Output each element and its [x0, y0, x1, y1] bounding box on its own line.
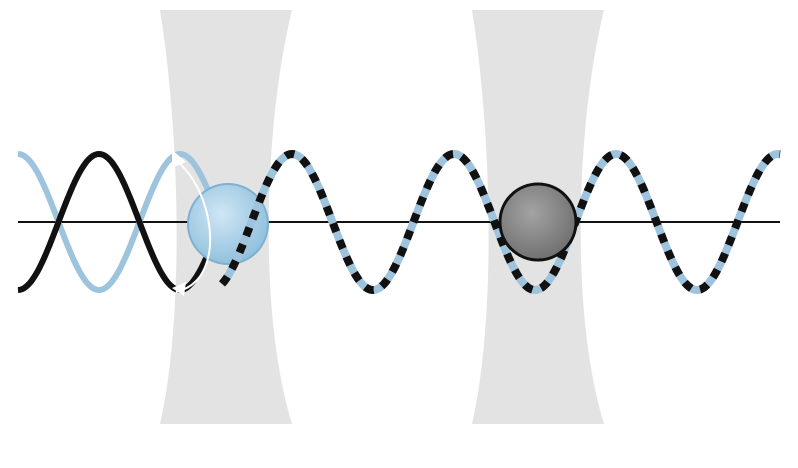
left-black-wave	[17, 150, 234, 294]
right-gray-atom	[498, 182, 578, 262]
dashed-wave-dashes	[219, 149, 781, 295]
rotation-arrow-head-top	[172, 150, 186, 168]
rotation-arrow-path	[175, 159, 212, 293]
rotation-arrow-group	[172, 150, 212, 296]
left-light-blue-wave	[17, 150, 234, 294]
left-light-blue-atom	[187, 183, 269, 265]
rotation-arrow-head-bottom	[172, 282, 186, 296]
